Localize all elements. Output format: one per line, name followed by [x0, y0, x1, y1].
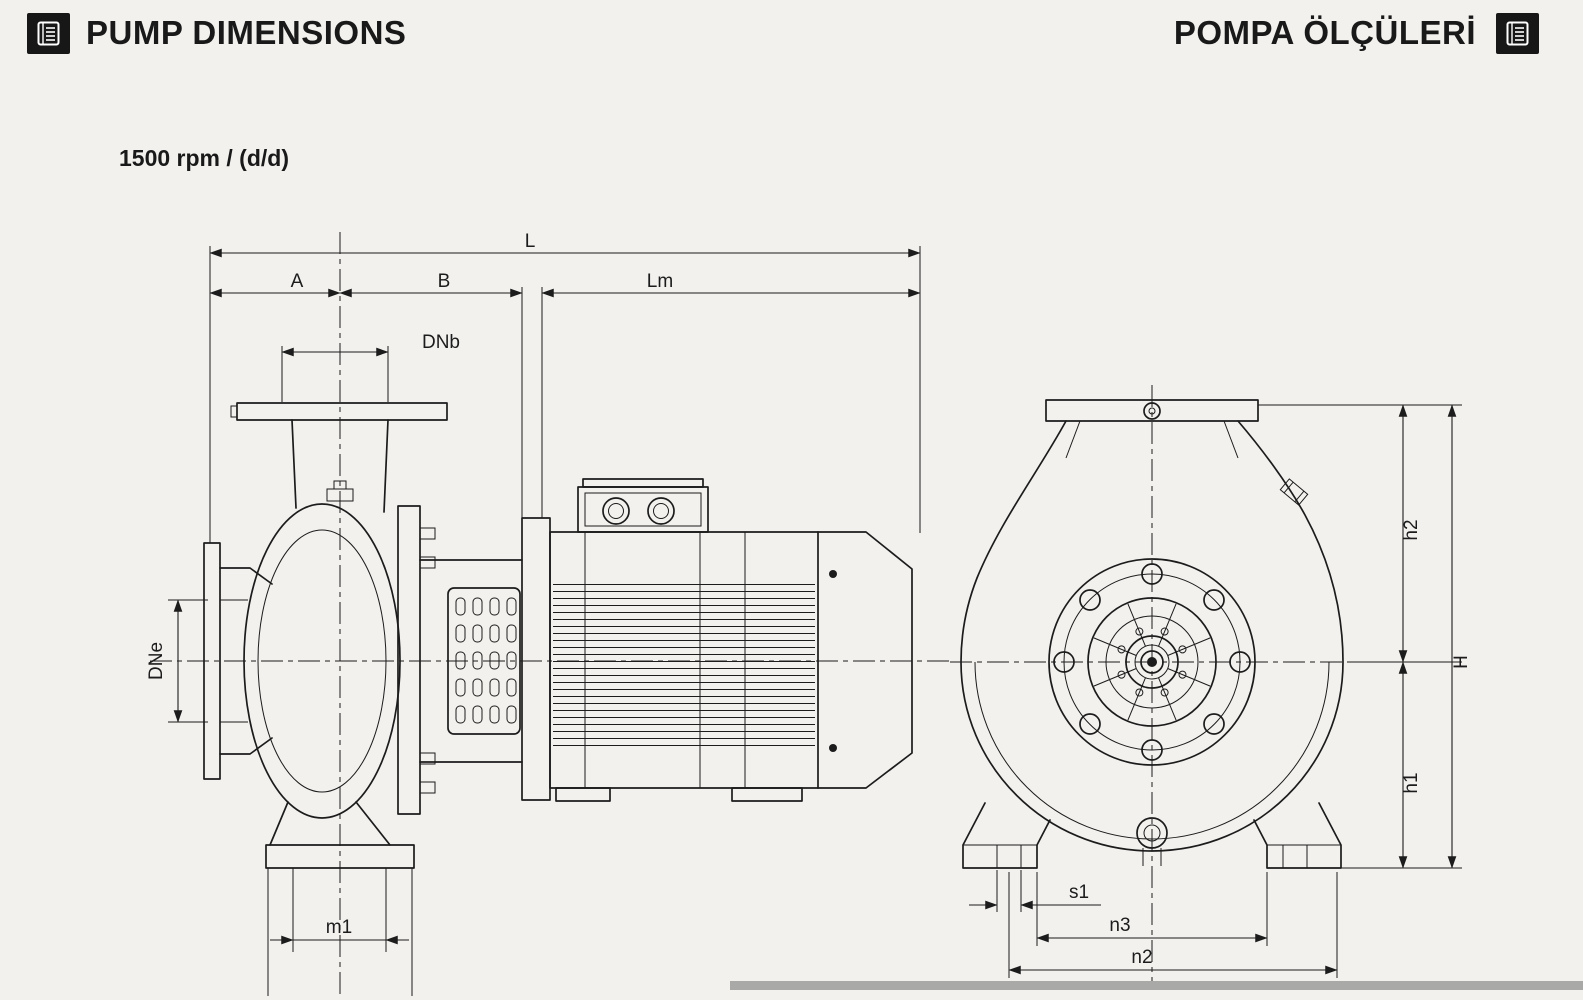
bolt-head — [419, 556, 436, 569]
bolt-hole — [1079, 589, 1101, 611]
dimension-L: L — [209, 231, 921, 543]
bolt-hole — [1079, 713, 1101, 735]
motor-feet — [555, 787, 803, 802]
dimension-m1: m1 — [267, 868, 413, 996]
dim-label-DNb: DNb — [422, 332, 460, 353]
vent-plug — [1279, 478, 1309, 506]
discharge-nozzle — [291, 419, 389, 513]
dimension-n3: n3 — [1036, 872, 1268, 946]
dimension-n2: n2 — [1008, 872, 1338, 978]
ground-bar — [730, 981, 1583, 990]
casing-front — [960, 399, 1344, 852]
dim-label-A: A — [291, 271, 304, 292]
catalog-page-icon — [27, 13, 70, 54]
page-glyph — [37, 21, 60, 46]
bolt-hole — [1203, 589, 1225, 611]
motor-flange — [521, 517, 551, 801]
foot-slot — [996, 845, 1022, 868]
speed-subtitle: 1500 rpm / (d/d) — [119, 145, 289, 171]
flange-bolt-hole — [1143, 402, 1161, 420]
dim-label-L: L — [525, 231, 536, 252]
front-view: h2 h1 H s1 n3 n2 — [730, 385, 1583, 990]
dim-label-n3: n3 — [1109, 915, 1130, 936]
bolt-dot — [829, 570, 837, 578]
dim-label-h1: h1 — [1401, 772, 1422, 793]
suction-flange — [203, 542, 273, 780]
dimension-s1: s1 — [969, 870, 1101, 912]
dim-label-H: H — [1451, 655, 1472, 669]
fan-cover — [817, 531, 913, 789]
dimension-heights: h2 h1 H — [1258, 404, 1472, 869]
dim-label-n2: n2 — [1131, 947, 1152, 968]
bolt-hole — [1203, 713, 1225, 735]
volute-casing — [243, 503, 401, 819]
motor — [521, 478, 913, 802]
pedestal-foot — [265, 801, 415, 869]
suction-flange-face — [1048, 558, 1256, 766]
bolt-dot — [829, 744, 837, 752]
foot-slot — [1282, 845, 1308, 868]
bolt-hole — [1141, 739, 1163, 761]
cable-gland — [602, 497, 630, 525]
bolt-head — [419, 781, 436, 794]
discharge-flange-top — [1045, 399, 1259, 422]
drain-boss — [1136, 817, 1168, 866]
catalog-page-icon — [1496, 13, 1539, 54]
bolt-head — [419, 527, 436, 540]
dim-label-h2: h2 — [1401, 519, 1422, 540]
dim-label-DNe: DNe — [146, 642, 167, 680]
dim-label-m1: m1 — [326, 917, 352, 938]
bolt-hole — [1053, 651, 1075, 673]
feet — [962, 802, 1342, 869]
bearing-lantern — [419, 559, 523, 763]
bolt-head — [419, 752, 436, 765]
page-title-english: PUMP DIMENSIONS — [86, 14, 407, 51]
cooling-fins — [553, 578, 815, 746]
terminal-box — [577, 478, 709, 533]
dimension-A-B-Lm: A B Lm — [209, 271, 921, 518]
discharge-flange — [230, 402, 448, 421]
dimension-DNe: DNe — [146, 599, 208, 723]
casing-cover-flange — [397, 505, 436, 815]
cable-gland — [647, 497, 675, 525]
bolt-hole — [1229, 651, 1251, 673]
dim-label-B: B — [438, 271, 451, 292]
side-view: L A B Lm DNb — [146, 231, 952, 998]
page-glyph — [1506, 21, 1529, 46]
shaft-end — [1140, 650, 1164, 674]
bolt-hole — [1141, 563, 1163, 585]
dim-label-s1: s1 — [1069, 882, 1089, 903]
dimension-DNb: DNb — [281, 332, 460, 402]
page-title-turkish: POMPA ÖLÇÜLERİ — [1173, 14, 1476, 51]
dim-label-Lm: Lm — [647, 271, 673, 292]
